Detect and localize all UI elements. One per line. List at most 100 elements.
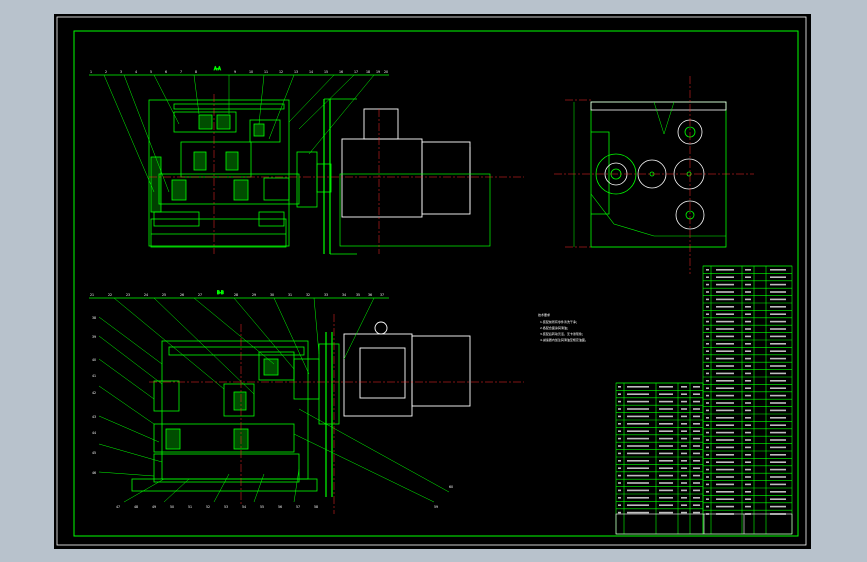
- table-cell-mark: [627, 400, 649, 403]
- table-cell-mark: [716, 387, 734, 389]
- table-cell-mark: [706, 387, 709, 389]
- parts-list-table: [615, 265, 793, 535]
- table-cell-mark: [681, 497, 687, 499]
- table-cell-mark: [659, 430, 673, 432]
- table-cell-mark: [770, 350, 786, 352]
- callout-lower-21: 21: [90, 293, 94, 297]
- table-cell-mark: [770, 298, 786, 301]
- table-cell-mark: [716, 461, 734, 463]
- table-cell-mark: [693, 423, 700, 425]
- table-cell-mark: [659, 511, 673, 514]
- tech-notes-title: 技术要求: [538, 312, 550, 317]
- table-cell-mark: [770, 468, 786, 471]
- table-cell-mark: [659, 437, 673, 440]
- table-cell-mark: [659, 415, 673, 418]
- table-cell-mark: [659, 482, 673, 484]
- lower-callouts: 21 22 23 24 25 26 27 28 29 30 31 32 33 3…: [90, 293, 453, 509]
- table-cell-mark: [745, 269, 751, 271]
- table-cell-mark: [681, 482, 687, 484]
- table-cell-mark: [706, 372, 709, 375]
- outer-border: [56, 16, 807, 546]
- callout-lower-50: 50: [170, 505, 174, 509]
- inner-frame: [73, 30, 799, 537]
- callout-upper-7: 7: [180, 70, 182, 74]
- table-cell-mark: [770, 483, 786, 486]
- callout-lower-26: 26: [180, 293, 184, 297]
- callout-upper-6: 6: [165, 70, 167, 74]
- callout-lower-60: 60: [449, 485, 453, 489]
- callout-upper-8: 8: [195, 70, 197, 74]
- table-cell-mark: [681, 460, 687, 462]
- table-cell-mark: [745, 306, 751, 308]
- callout-lower-52: 52: [206, 505, 210, 509]
- table-cell-mark: [716, 476, 734, 478]
- table-cell-mark: [706, 328, 709, 330]
- table-cell-mark: [770, 313, 786, 315]
- table-cell-mark: [659, 423, 673, 425]
- table-cell-mark: [716, 409, 734, 412]
- table-cell-mark: [706, 461, 709, 463]
- table-cell-mark: [770, 357, 786, 360]
- table-cell-mark: [770, 424, 786, 426]
- table-cell-mark: [706, 476, 709, 478]
- table-cell-mark: [659, 400, 673, 403]
- table-cell-mark: [770, 409, 786, 412]
- table-cell-mark: [693, 393, 700, 395]
- table-cell-mark: [745, 491, 751, 493]
- table-cell-mark: [770, 439, 786, 441]
- table-cell-mark: [716, 335, 734, 338]
- callout-lower-37: 37: [380, 293, 384, 297]
- table-cell-mark: [770, 328, 786, 330]
- callout-lower-41: 41: [92, 374, 96, 378]
- callout-upper-3: 3: [120, 70, 122, 74]
- callout-lower-46: 46: [92, 471, 96, 475]
- table-cell-mark: [745, 380, 751, 382]
- table-cell-mark: [745, 498, 751, 500]
- callout-upper-19: 19: [376, 70, 380, 74]
- table-cell-mark: [770, 491, 786, 493]
- table-cell-mark: [618, 400, 621, 403]
- table-cell-mark: [770, 461, 786, 463]
- table-cell-mark: [627, 437, 649, 440]
- callout-lower-38: 38: [92, 316, 96, 320]
- table-cell-mark: [681, 504, 687, 506]
- callout-lower-47: 47: [116, 505, 120, 509]
- table-cell-mark: [716, 446, 734, 449]
- table-cell-mark: [706, 409, 709, 412]
- table-cell-mark: [706, 439, 709, 441]
- callout-lower-44: 44: [92, 431, 96, 435]
- table-cell-mark: [681, 415, 687, 418]
- table-cell-mark: [770, 380, 786, 382]
- table-cell-mark: [770, 306, 786, 308]
- table-cell-mark: [706, 394, 709, 397]
- table-cell-mark: [745, 409, 751, 412]
- table-cell-mark: [706, 505, 709, 508]
- table-cell-mark: [618, 445, 621, 447]
- callout-lower-25: 25: [162, 293, 166, 297]
- callout-upper-4: 4: [135, 70, 137, 74]
- table-cell-mark: [745, 328, 751, 330]
- table-cell-mark: [716, 357, 734, 360]
- table-cell-mark: [770, 446, 786, 449]
- callout-lower-27: 27: [198, 293, 202, 297]
- callout-lower-42: 42: [92, 391, 96, 395]
- table-cell-mark: [706, 402, 709, 404]
- table-cell-mark: [693, 445, 700, 447]
- table-cell-mark: [618, 474, 621, 477]
- table-cell-mark: [706, 365, 709, 367]
- table-cell-mark: [659, 460, 673, 462]
- callout-lower-32: 32: [306, 293, 310, 297]
- table-cell-mark: [706, 291, 709, 293]
- tech-note-line: 3.装配后转动灵活，无卡滞现象；: [540, 331, 585, 336]
- table-cell-mark: [770, 269, 786, 271]
- table-cell-mark: [693, 386, 700, 388]
- table-cell-mark: [770, 291, 786, 293]
- table-cell-mark: [693, 504, 700, 506]
- table-cell-mark: [745, 335, 751, 338]
- callout-lower-34: 34: [342, 293, 346, 297]
- table-cell-mark: [745, 513, 751, 515]
- table-cell-mark: [627, 482, 649, 484]
- table-cell-mark: [706, 424, 709, 426]
- table-cell-mark: [659, 386, 673, 388]
- upper-section-view: A-A: [89, 66, 491, 255]
